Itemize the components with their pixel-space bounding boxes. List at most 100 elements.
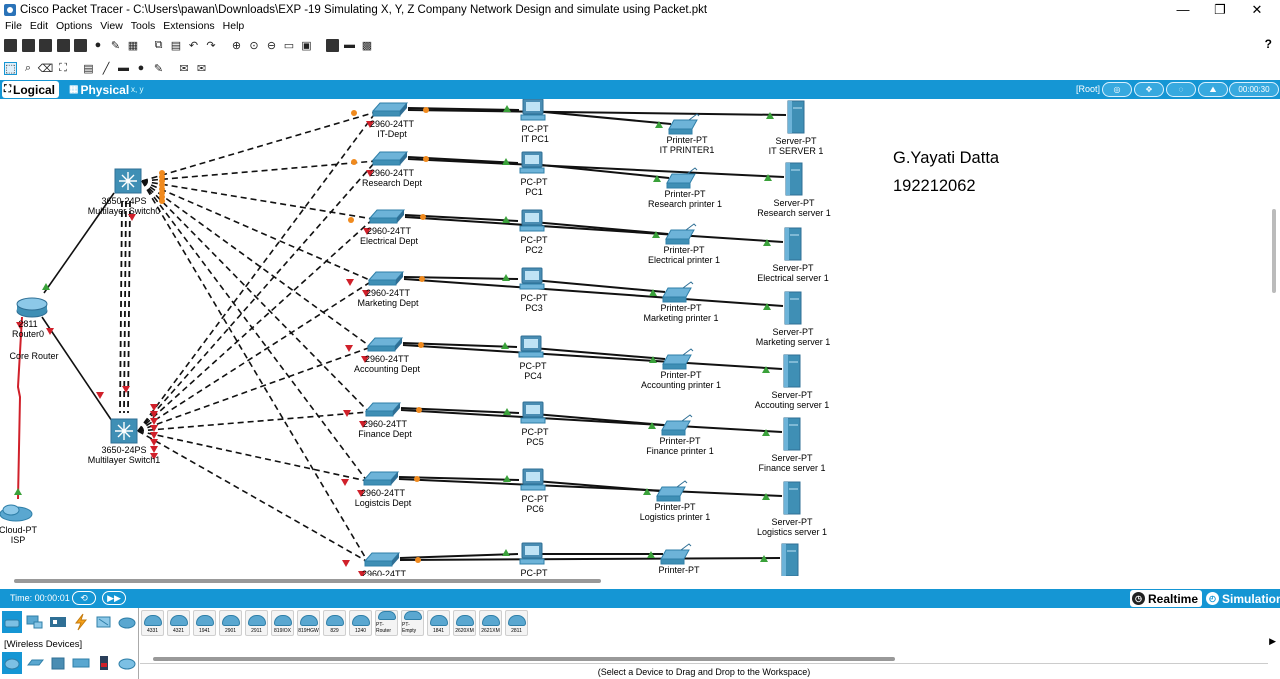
viewport-icon[interactable] [325,38,339,52]
device-model-2[interactable]: 1941 [193,610,216,636]
device-model-14[interactable]: 2811 [505,610,528,636]
connections-icon[interactable] [71,611,91,633]
zoom-reset-icon[interactable]: ⊙ [249,39,259,52]
printer-icon-1[interactable] [666,167,698,189]
printer-icon-0[interactable] [668,113,700,135]
menu-help[interactable]: Help [222,20,245,32]
realtime-mode-button[interactable]: ◷ Realtime [1130,590,1203,607]
dept-switch-icon-0[interactable] [371,102,409,117]
pc-icon-0[interactable] [520,99,546,121]
copy-icon[interactable]: ⧉ [154,38,163,51]
device-model-8[interactable]: 1240 [349,610,372,636]
end-devices-icon[interactable] [25,611,45,633]
menu-edit[interactable]: Edit [29,20,49,32]
printer-icon-4[interactable] [662,348,694,370]
viewport-pill-icon[interactable]: ⛰ [1198,82,1228,97]
isp-cloud-icon[interactable] [0,504,33,522]
set-tiled-background-icon[interactable]: ◌ [1166,82,1196,97]
complex-pdu-icon[interactable]: ✉ [196,62,207,75]
device-model-11[interactable]: 1841 [427,610,450,636]
printer-icon-2[interactable] [665,223,697,245]
security-subcategory-icon[interactable] [94,652,114,674]
workspace-vertical-scrollbar[interactable] [1272,209,1276,293]
zoom-in-icon[interactable]: ⊕ [231,39,242,52]
pc-icon-5[interactable] [520,401,546,424]
pc-icon-7[interactable] [519,542,545,565]
undo-icon[interactable]: ↶ [188,39,199,52]
printer-icon-7[interactable] [660,543,692,565]
info-icon[interactable]: ● [94,39,102,51]
printer-icon-3[interactable] [662,281,694,303]
network-info-icon[interactable]: ▦ [127,39,139,52]
menu-options[interactable]: Options [56,20,93,32]
server-icon-7[interactable] [781,543,799,576]
wan-emulation-subcategory-icon[interactable] [117,652,137,674]
device-model-10[interactable]: PT-Empty [401,610,424,636]
draw-line-icon[interactable]: ╱ [102,62,110,75]
server-icon-0[interactable] [787,100,805,134]
pc-icon-2[interactable] [519,209,545,232]
pc-icon-3[interactable] [519,267,545,290]
pc-icon-6[interactable] [520,468,546,491]
multilayer-switch0-icon[interactable] [114,168,142,194]
place-note-icon[interactable]: ▤ [83,62,94,75]
hubs-subcategory-icon[interactable] [48,652,68,674]
mib-browser-icon[interactable]: ▬ [344,39,355,51]
network-devices-icon[interactable] [2,611,22,633]
device-list-scroll-right-icon[interactable]: ▶ [1269,636,1276,646]
dept-switch-icon-7[interactable] [363,552,401,567]
device-model-5[interactable]: 819IOX [271,610,294,636]
tab-physical[interactable]: ▦ Physical [69,82,130,97]
multilayer-switch1-icon[interactable] [110,418,138,444]
pc-icon-4[interactable] [518,335,544,358]
redo-icon[interactable]: ↷ [206,39,216,52]
minimize-button[interactable]: — [1176,2,1190,17]
pc-icon-1[interactable] [519,151,545,174]
miscellaneous-icon[interactable] [94,611,114,633]
drawing-palette-icon[interactable]: ▭ [283,39,295,52]
image-icon[interactable]: ▩ [361,39,373,52]
dept-switch-icon-4[interactable] [366,337,404,352]
router0-icon[interactable] [16,297,48,318]
multiuser-connection-icon[interactable] [117,611,137,633]
menu-view[interactable]: View [100,20,123,32]
wireless-subcategory-icon[interactable] [71,652,91,674]
simulation-mode-button[interactable]: ◴ Simulation [1206,591,1280,606]
move-object-icon[interactable]: ✥ [1134,82,1164,97]
maximize-button[interactable]: ❐ [1214,1,1226,17]
server-icon-1[interactable] [785,162,803,196]
printer-icon-5[interactable] [661,414,693,436]
components-icon[interactable] [48,611,68,633]
open-folder-icon[interactable] [21,38,35,52]
server-icon-5[interactable] [783,417,801,451]
server-icon-2[interactable] [784,227,802,261]
dept-switch-icon-3[interactable] [367,271,405,286]
close-button[interactable]: ✕ [1251,1,1263,17]
resize-shape-icon[interactable]: ⛶ [59,61,67,74]
select-icon[interactable]: ⬚ [4,61,17,75]
activity-wizard-icon[interactable]: ✎ [110,39,121,52]
dept-switch-icon-6[interactable] [362,471,400,486]
device-model-6[interactable]: 819HGW [297,610,320,636]
new-file-icon[interactable] [4,38,17,52]
server-icon-6[interactable] [783,481,801,515]
draw-ellipse-icon[interactable]: ● [137,62,145,74]
device-model-4[interactable]: 2911 [245,610,268,636]
switches-subcategory-icon[interactable] [25,652,45,674]
routers-subcategory-icon[interactable] [2,652,22,674]
server-icon-4[interactable] [783,354,801,388]
inspect-icon[interactable]: ⌕ [24,61,32,74]
power-cycle-icon[interactable]: ⟲ [72,591,96,605]
menu-extensions[interactable]: Extensions [163,20,215,32]
paste-icon[interactable]: ▤ [170,39,182,52]
device-model-1[interactable]: 4321 [167,610,190,636]
tab-logical[interactable]: ⛶ Logical [2,81,60,98]
server-icon-3[interactable] [784,291,802,325]
custom-device-icon[interactable]: ▣ [301,39,312,52]
device-model-0[interactable]: 4331 [141,610,164,636]
device-list-scroll-thumb[interactable] [153,657,895,661]
device-model-13[interactable]: 2621XM [479,610,502,636]
draw-rectangle-icon[interactable]: ▬ [118,62,129,74]
device-model-7[interactable]: 829 [323,610,346,636]
